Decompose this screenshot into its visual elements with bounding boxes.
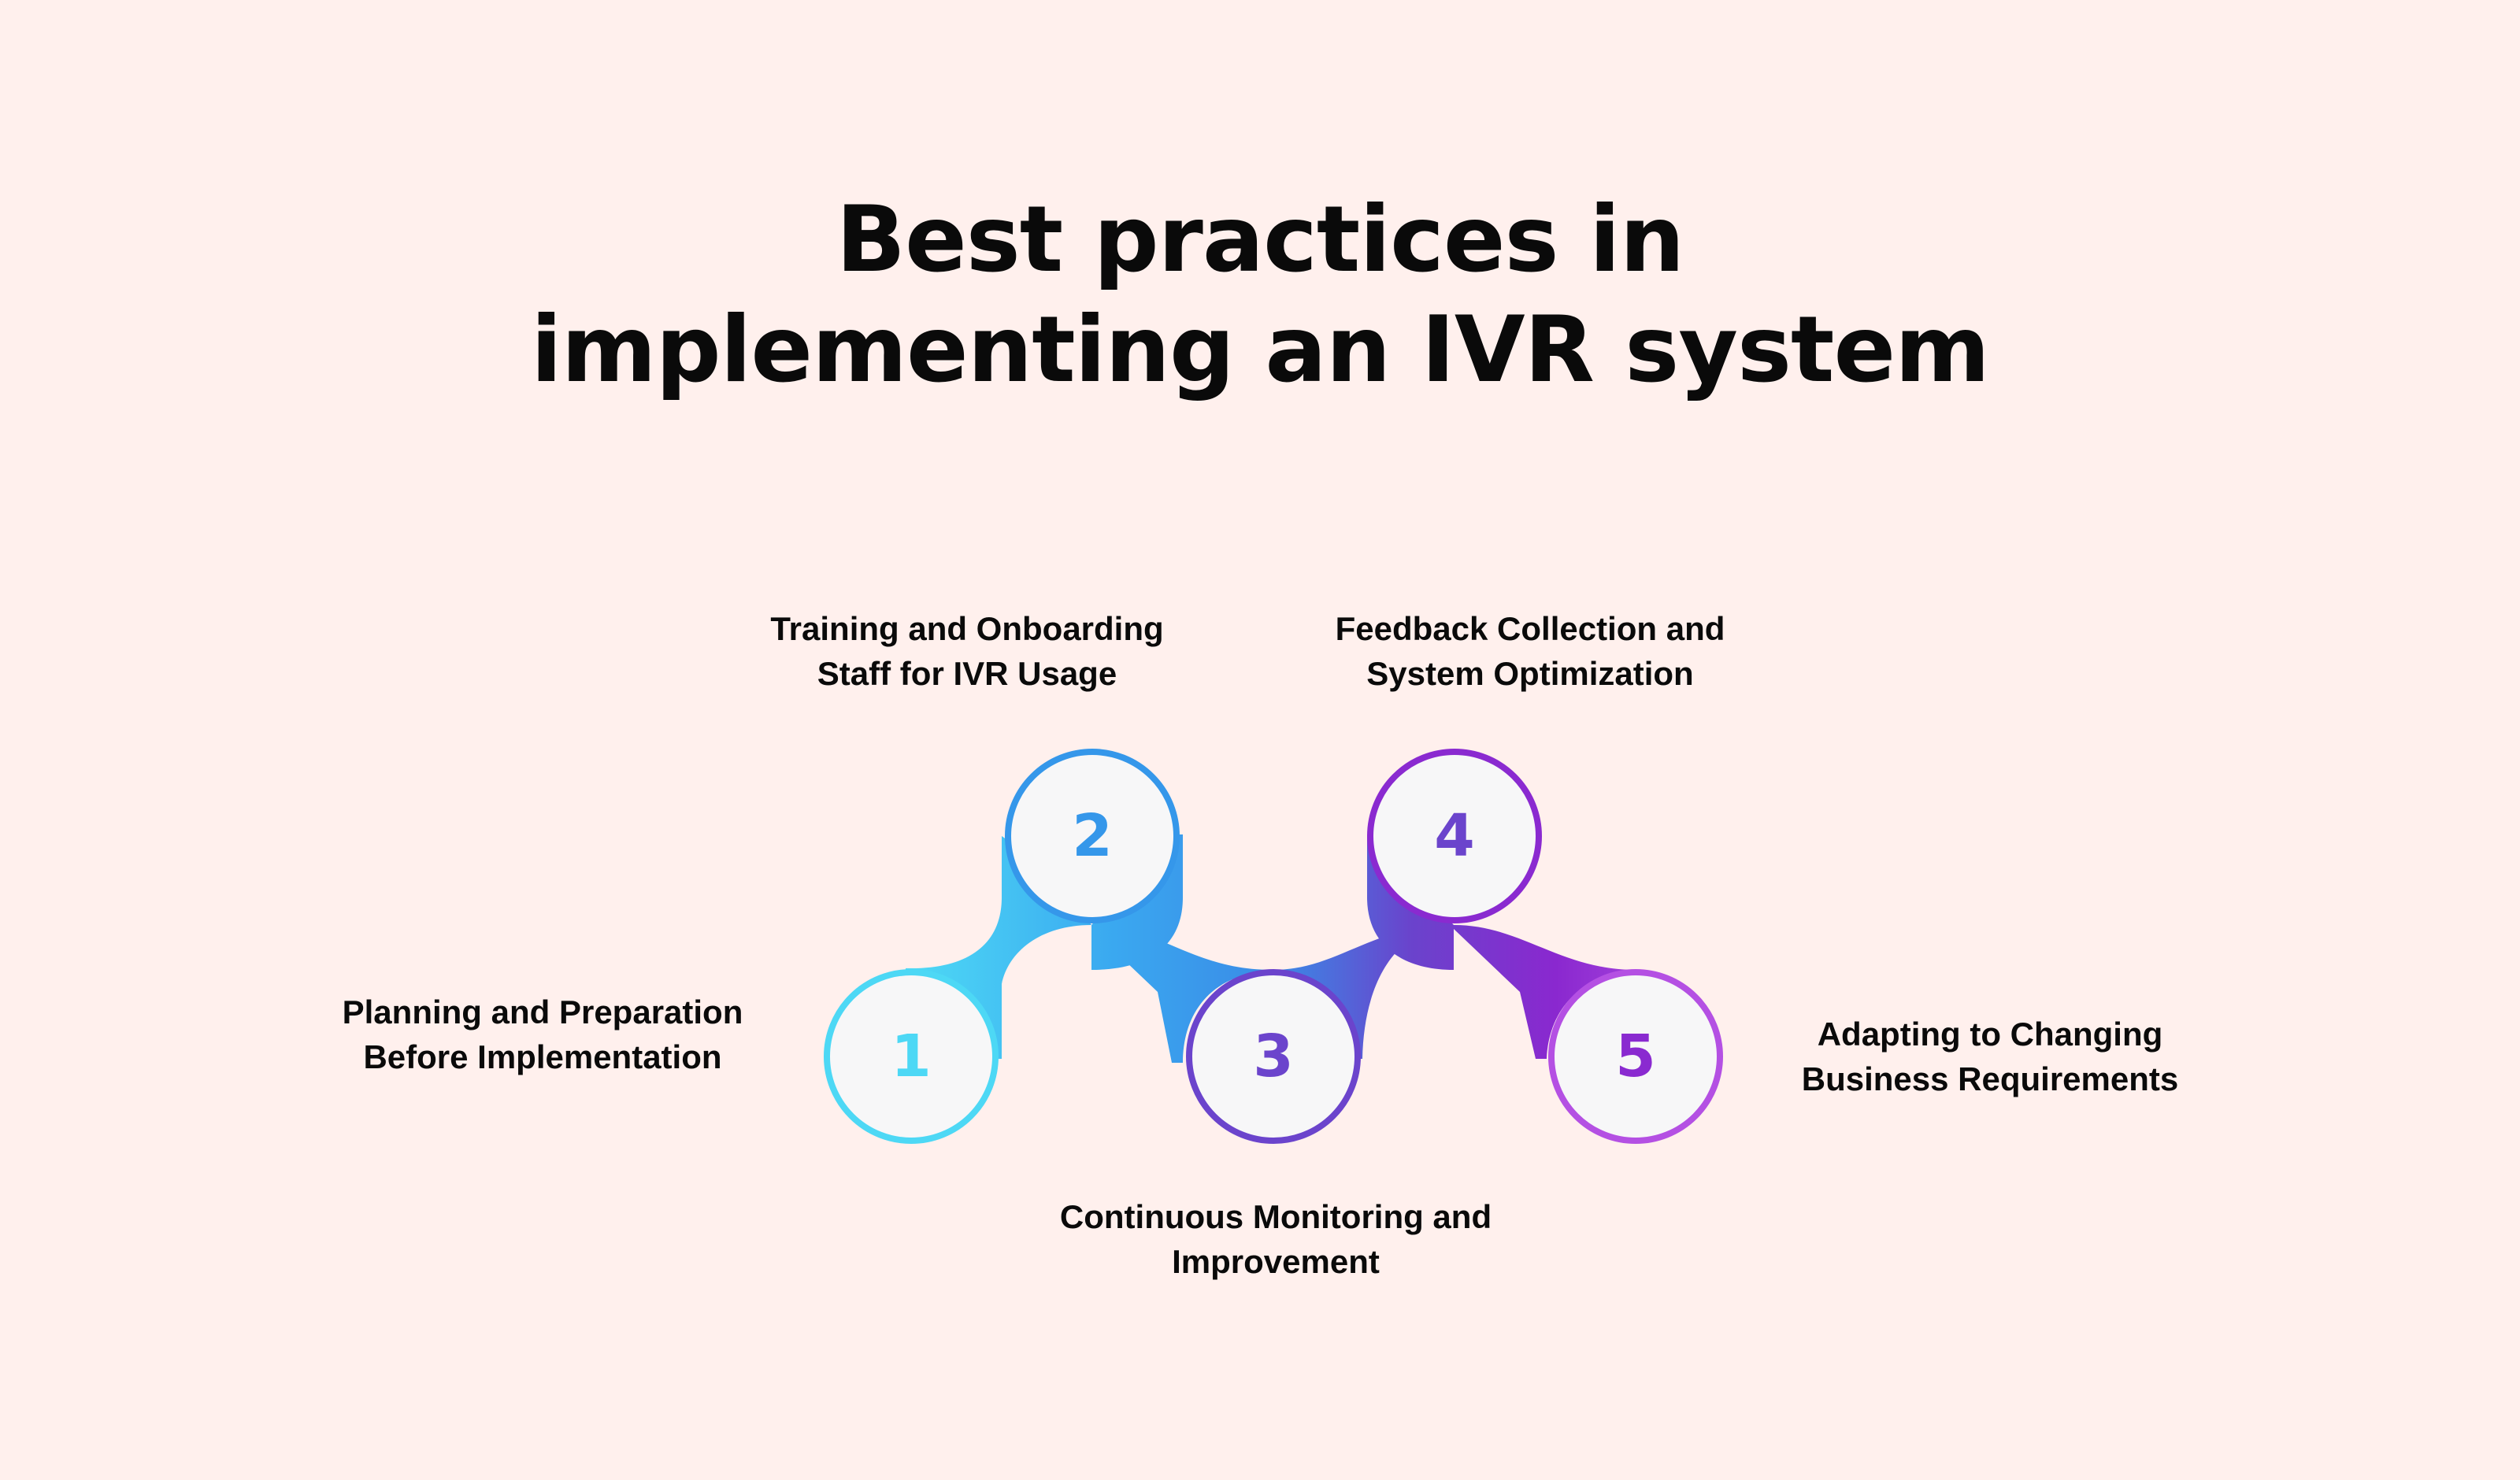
step-1-circle: [824, 969, 999, 1144]
title-line-1: Best practices in: [836, 187, 1685, 293]
step-5-label-line-1: Adapting to Changing: [1817, 1016, 2163, 1053]
step-4-label: Feedback Collection and System Optimizat…: [1278, 606, 1782, 696]
step-1-label-line-2: Before Implementation: [363, 1038, 722, 1075]
step-5-number: 5: [1615, 1023, 1656, 1090]
connector-4-5: [1454, 925, 1636, 1059]
step-5-label: Adapting to Changing Business Requiremen…: [1738, 1012, 2242, 1101]
step-2-circle: [1005, 749, 1180, 923]
step-1: 1: [824, 969, 999, 1144]
step-4-label-line-2: System Optimization: [1366, 655, 1694, 692]
step-3-circle: [1186, 969, 1361, 1144]
step-1-label-line-1: Planning and Preparation: [342, 993, 743, 1030]
step-5: 5: [1548, 969, 1723, 1144]
step-3-label-line-1: Continuous Monitoring and: [1059, 1198, 1492, 1235]
step-4: 4: [1367, 749, 1542, 923]
step-2-label: Training and Onboarding Staff for IVR Us…: [715, 606, 1219, 696]
step-4-circle: [1367, 749, 1542, 923]
page-title: Best practices in implementing an IVR sy…: [0, 185, 2520, 405]
step-5-circle: [1548, 969, 1723, 1144]
title-line-2: implementing an IVR system: [530, 297, 1990, 403]
step-3: 3: [1186, 969, 1361, 1144]
step-2-label-line-1: Training and Onboarding: [770, 610, 1164, 647]
step-2-label-line-2: Staff for IVR Usage: [817, 655, 1117, 692]
connector-3-4: [1273, 925, 1454, 1059]
step-5-label-line-2: Business Requirements: [1801, 1060, 2179, 1097]
step-2-number: 2: [1072, 802, 1113, 870]
step-4-label-line-1: Feedback Collection and: [1335, 610, 1725, 647]
step-1-label: Planning and Preparation Before Implemen…: [291, 990, 795, 1079]
step-1-number: 1: [891, 1023, 932, 1090]
step-4-number: 4: [1434, 802, 1475, 870]
step-3-number: 3: [1253, 1023, 1294, 1090]
step-3-label: Continuous Monitoring and Improvement: [1024, 1194, 1528, 1284]
step-2: 2: [1005, 749, 1180, 923]
step-3-label-line-2: Improvement: [1172, 1243, 1380, 1280]
